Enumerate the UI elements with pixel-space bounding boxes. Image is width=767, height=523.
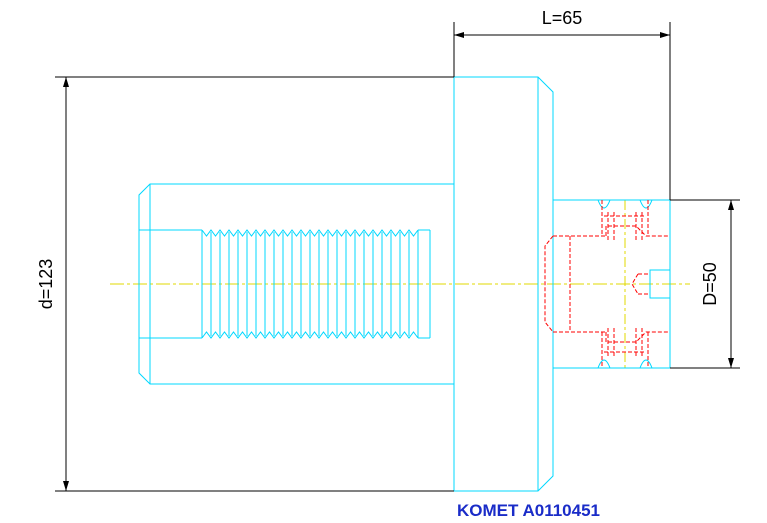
thread-lines bbox=[201, 232, 419, 336]
dimension-body-diameter bbox=[55, 76, 454, 492]
dimension-length bbox=[453, 22, 671, 200]
shank bbox=[553, 199, 671, 369]
part-number-caption: KOMET A0110451 bbox=[457, 501, 600, 520]
thread-teeth-top bbox=[201, 229, 419, 237]
thread-teeth-bottom bbox=[201, 331, 419, 339]
threaded-bore bbox=[138, 183, 454, 385]
dimension-body-diameter-label: d=123 bbox=[36, 259, 56, 310]
hidden-features bbox=[544, 200, 668, 368]
dimension-shank-diameter-label: D=50 bbox=[700, 262, 720, 306]
dimension-length-label: L=65 bbox=[542, 8, 583, 28]
dimension-shank-diameter bbox=[670, 199, 740, 369]
